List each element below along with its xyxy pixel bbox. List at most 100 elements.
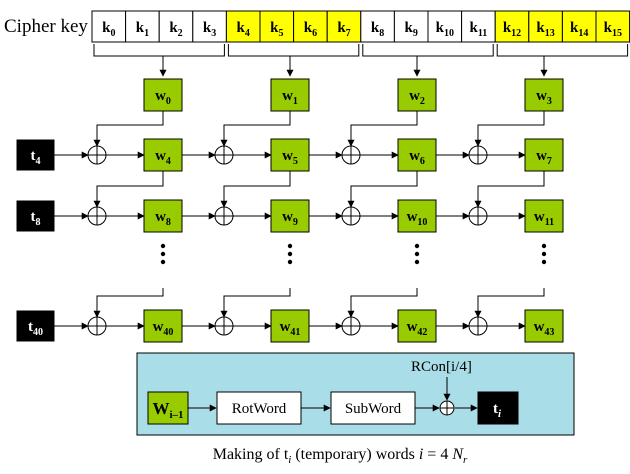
xor-row2-col2 <box>341 316 361 336</box>
word-box-w2 <box>397 78 437 112</box>
t-label-t8: t8 <box>31 209 41 228</box>
key-label-12: k12 <box>503 20 521 39</box>
t-word-construction-panel: Wi–1 RotWord SubWord RCon[i/4] ti <box>136 352 575 436</box>
word-label-w41: w41 <box>280 319 301 338</box>
feed-to-xor-w11 <box>474 171 545 208</box>
word-label-w9: w9 <box>282 209 298 228</box>
word-label-w5-subscript: 5 <box>293 156 298 167</box>
word-label-w5: w5 <box>282 148 298 167</box>
t-label-t40: t40 <box>28 319 43 338</box>
word-label-w3-subscript: 3 <box>547 96 552 107</box>
feed-to-xor-w5 <box>220 111 291 147</box>
key-label-4-subscript: 4 <box>245 28 250 39</box>
word-label-w1-base: w <box>282 88 293 104</box>
key-cell-12 <box>494 10 530 43</box>
word-label-w10-base: w <box>407 209 418 225</box>
word-box-w43 <box>524 309 564 343</box>
feed-to-xor-w10 <box>347 171 418 208</box>
word-label-w11-base: w <box>534 209 545 225</box>
word-box-w40 <box>143 309 183 343</box>
feed-to-xor-w4 <box>93 111 164 147</box>
word-box-w11 <box>524 199 564 233</box>
rotword-label: RotWord <box>232 401 287 417</box>
key-label-4: k4 <box>237 20 250 39</box>
key-group-brackets <box>93 44 629 77</box>
key-label-7-base: k <box>337 20 346 36</box>
word-label-w42: w42 <box>407 319 428 338</box>
word-label-w4: w4 <box>155 148 171 167</box>
word-label-w6-subscript: 6 <box>420 156 425 167</box>
word-box-w9 <box>270 199 310 233</box>
t-label-t40-subscript: 40 <box>33 327 43 338</box>
key-label-0-subscript: 0 <box>110 28 115 39</box>
cipher-key-label: Cipher key <box>4 16 88 37</box>
key-label-3: k3 <box>203 20 216 39</box>
word-label-w5-base: w <box>282 148 293 164</box>
subword-label: SubWord <box>345 401 402 417</box>
key-label-5: k5 <box>270 20 283 39</box>
word-box-w0 <box>143 78 183 112</box>
word-box-w4 <box>143 138 183 172</box>
caption-middle: (temporary) words <box>291 446 419 463</box>
key-cell-13 <box>528 10 563 43</box>
feed-to-xor-w9 <box>220 171 291 208</box>
word-label-w7-subscript: 7 <box>547 156 552 167</box>
connector-lines <box>54 111 545 330</box>
word-label-w0-subscript: 0 <box>166 96 171 107</box>
word-label-w40-base: w <box>153 319 164 335</box>
key-label-6-base: k <box>304 20 313 36</box>
rcon-label: RCon[i/4] <box>411 359 472 375</box>
key-label-2-base: k <box>169 20 178 36</box>
t-i-subscript: i <box>498 408 502 420</box>
caption: Making of ti (temporary) words i = 4 Nr <box>213 446 468 466</box>
feed-to-xor-w7 <box>474 111 545 147</box>
caption-t-subscript: i <box>288 454 291 466</box>
key-label-2-subscript: 2 <box>178 28 183 39</box>
t-i-box <box>477 391 519 425</box>
key-cell-4 <box>225 10 261 43</box>
word-label-w0-base: w <box>155 88 166 104</box>
key-label-11-subscript: 11 <box>478 28 487 39</box>
key-label-2: k2 <box>169 20 182 39</box>
t-box-t4 <box>16 139 55 171</box>
key-cell-0 <box>91 10 127 43</box>
ellipsis-dot-col0-2 <box>160 259 166 265</box>
word-box-w1 <box>270 78 310 112</box>
feed-to-xor-w42 <box>347 288 418 318</box>
word-label-w8-subscript: 8 <box>166 217 171 228</box>
key-label-8-subscript: 8 <box>379 28 384 39</box>
caption-n: N <box>451 446 464 463</box>
word-label-w3: w3 <box>536 88 552 107</box>
key-label-10-base: k <box>436 20 445 36</box>
key-cell-7 <box>326 10 362 43</box>
key-label-8-base: k <box>371 20 380 36</box>
key-cell-15 <box>595 10 630 43</box>
word-label-w41-base: w <box>280 319 291 335</box>
subword-box <box>330 391 416 425</box>
key-cell-3 <box>192 10 227 43</box>
key-label-15: k15 <box>604 20 622 39</box>
key-group-bracket-0 <box>93 44 225 57</box>
xor-row2-col1 <box>214 316 234 336</box>
ellipsis-dot-col2-1 <box>414 251 420 257</box>
word-label-w40-subscript: 40 <box>163 327 173 338</box>
key-label-15-base: k <box>604 20 613 36</box>
ellipsis-dot-col1-0 <box>287 243 293 249</box>
xor-row2-col3 <box>468 316 488 336</box>
key-label-0-base: k <box>102 20 111 36</box>
key-cell-8 <box>360 10 395 43</box>
key-cell-11 <box>461 10 496 43</box>
word-label-w40: w40 <box>153 319 174 338</box>
word-label-w43: w43 <box>534 319 555 338</box>
ellipsis-dot-col3-1 <box>541 251 547 257</box>
word-label-w2-base: w <box>409 88 420 104</box>
word-label-w43-base: w <box>534 319 545 335</box>
xor-operators <box>87 145 488 336</box>
word-label-w42-base: w <box>407 319 418 335</box>
word-label-w11: w11 <box>534 209 554 228</box>
t-box-t40 <box>16 310 55 342</box>
feed-to-xor-w40 <box>93 288 164 318</box>
word-label-w0: w0 <box>155 88 171 107</box>
key-label-9-subscript: 9 <box>413 28 418 39</box>
